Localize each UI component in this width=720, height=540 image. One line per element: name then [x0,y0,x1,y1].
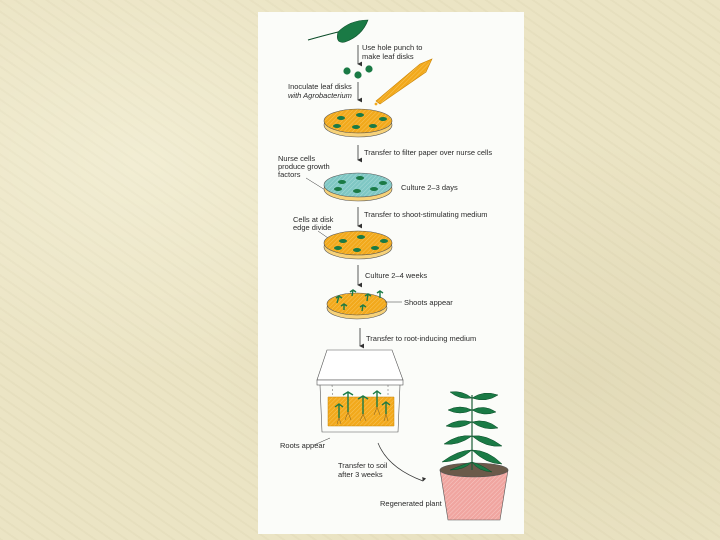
label-regenerated-plant: Regenerated plant [380,499,443,508]
label-nurse-cells-2: produce growth [278,162,330,171]
label-transfer-soil-2: after 3 weeks [338,470,383,479]
label-transfer-root: Transfer to root-inducing medium [366,334,476,343]
potted-plant-icon [439,391,509,521]
label-hole-punch-2: make leaf disks [362,52,414,61]
culture-box [316,349,404,433]
label-nurse-cells-1: Nurse cells [278,154,315,163]
petri-dish-shoots [326,289,388,320]
label-transfer-shoot: Transfer to shoot-stimulating medium [364,210,488,219]
label-transfer-filter: Transfer to filter paper over nurse cell… [364,148,492,157]
label-culture-days: Culture 2–3 days [401,183,458,192]
petri-dish-inoculated [323,108,393,138]
label-roots-appear: Roots appear [280,441,326,450]
label-transfer-soil-1: Transfer to soil [338,461,388,470]
label-inoculate-1: Inoculate leaf disks [288,82,352,91]
label-culture-weeks: Culture 2–4 weeks [365,271,427,280]
petri-dish-nurse-cells [323,172,393,202]
label-inoculate-2: with Agrobacterium [288,91,352,100]
arrow [377,442,427,482]
label-nurse-cells-3: factors [278,170,301,179]
pipette-icon [374,58,433,106]
label-cells-divide-1: Cells at disk [293,215,334,224]
leaf-icon [307,19,369,43]
leaf-disks-icon [343,65,373,79]
label-cells-divide-2: edge divide [293,223,331,232]
petri-dish-shoot-medium [323,230,393,260]
label-shoots-appear: Shoots appear [404,298,453,307]
diagram-panel [258,12,524,534]
label-hole-punch-1: Use hole punch to [362,43,422,52]
